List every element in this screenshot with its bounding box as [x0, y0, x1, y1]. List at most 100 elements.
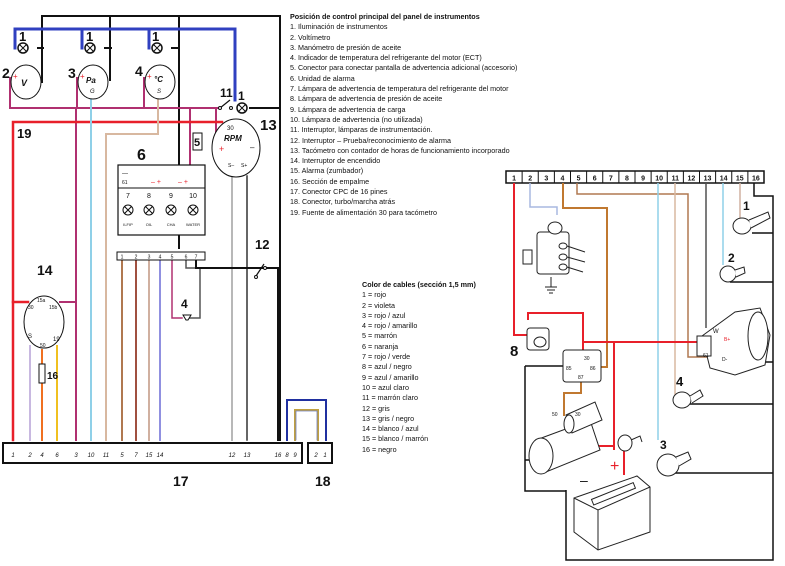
callout-3: 3 — [68, 65, 76, 81]
wire-black-ground — [524, 365, 566, 492]
component-legend-item: 8. Lámpara de advertencia de presión de … — [290, 94, 443, 104]
wire-color-legend-item: 12 = gris — [362, 403, 390, 413]
callout-14: 14 — [37, 262, 53, 278]
callout-4: 4 — [135, 63, 143, 79]
battery: + – — [573, 458, 651, 551]
component-legend-item: 11. Interruptor, lámparas de instrumenta… — [290, 125, 433, 135]
components-legend: Posición de control principal del panel … — [290, 12, 520, 218]
buzzer: 4 — [181, 297, 192, 321]
svg-text:1: 1 — [743, 199, 750, 213]
cpc-pin-label: 4 — [40, 453, 44, 459]
component-legend-item: 18. Conector, turbo/marcha atrás — [290, 197, 396, 207]
oil-pressure-sub: G — [90, 89, 95, 95]
connector-5: 5 — [192, 132, 203, 151]
wire-color-legend-item: 8 = azul / negro — [362, 362, 412, 372]
wire-brown-5 — [576, 183, 718, 358]
wire-blue-black-turbo — [286, 399, 327, 441]
wire-color-legend-item: 1 = rojo — [362, 290, 387, 300]
temp-symbol: °C — [154, 75, 163, 84]
plus-sign: + — [13, 72, 18, 81]
svg-text:– +: – + — [178, 179, 188, 186]
component-legend-item: 14. Interruptor de encendido — [290, 156, 381, 166]
component-legend-item: 16. Sección de empalme — [290, 176, 370, 186]
alarm-pin-label: 4 — [159, 255, 162, 261]
connector-pin-label: 1 — [512, 176, 516, 183]
component-legend-item: 6. Unidad de alarma — [290, 73, 355, 83]
lamp-cross — [145, 206, 153, 214]
wire-color-legend-item: 3 = rojo / azul — [362, 310, 406, 320]
voltmeter-gauge: 2 V + — [2, 64, 42, 100]
tacho-s-minus: S– — [228, 163, 234, 169]
svg-text:15a: 15a — [37, 298, 46, 304]
sensor-3: 3 — [656, 438, 692, 477]
wire-brown-87 — [563, 377, 582, 416]
wire-red-relay — [527, 312, 584, 355]
callout-18: 18 — [315, 473, 331, 489]
callout-11: 11 — [220, 86, 233, 100]
alarm-lamp-code: ILFIP — [123, 222, 133, 227]
cpc-pin-label: 2 — [27, 453, 32, 459]
wire-blue-illumination — [13, 27, 237, 102]
connector-pin-label: 5 — [577, 176, 581, 183]
splice-16: 16 — [38, 363, 59, 384]
component-legend-item: 1. Iluminación de instrumentos — [290, 22, 388, 32]
wire-color-legend-item: 10 = azul claro — [362, 382, 409, 392]
lamp-illumination-1: 1 — [17, 29, 29, 54]
wire-red-19 — [11, 120, 224, 442]
switch-12: 12 — [254, 237, 269, 279]
alarm-lamp-number: 8 — [147, 193, 151, 200]
lamp-illumination-2: 1 — [84, 29, 96, 54]
connector-pin-label: 13 — [704, 176, 712, 183]
svg-text:30: 30 — [575, 412, 581, 418]
svg-text:S: S — [28, 334, 32, 340]
component-legend-item: 15. Alarma (zumbador) — [290, 166, 364, 176]
oil-pressure-symbol: Pa — [86, 76, 96, 85]
connector-pin-label: 3 — [544, 176, 548, 183]
svg-text:D-: D- — [722, 357, 728, 363]
callout-buzzer: 4 — [181, 297, 188, 311]
wire-color-legend-item: 5 = marrón — [362, 331, 397, 341]
cpc-pin-label: 15 — [146, 453, 153, 459]
svg-text:–: – — [580, 472, 588, 488]
wire-grey-6 — [185, 254, 201, 319]
svg-text:50: 50 — [552, 412, 558, 418]
alternator: W B+ 61 D- — [696, 307, 771, 376]
turbo-pin-label: 2 — [313, 453, 318, 459]
connector-pin-label: 8 — [625, 176, 629, 183]
wire-color-legend-item: 14 = blanco / azul — [362, 424, 419, 434]
wire-color-legend-item: 16 = negro — [362, 444, 397, 454]
svg-text:4: 4 — [676, 374, 684, 389]
wire-black-top — [41, 15, 281, 441]
component-legend-item: 12. Interruptor – Prueba/reconocimiento … — [290, 135, 452, 145]
svg-text:—: — — [122, 171, 128, 177]
svg-text:+: + — [610, 458, 619, 475]
temp-sub: S — [157, 89, 161, 95]
callout-13: 13 — [260, 117, 277, 134]
alarm-lamp-number: 7 — [126, 193, 130, 200]
wire-lightbrown — [105, 97, 159, 441]
lamp-cross — [189, 206, 197, 214]
tachometer-13: 13 RPM 30 + – S– S+ — [211, 117, 277, 178]
wire-violet-2 — [529, 183, 558, 215]
turbo-pin-label: 1 — [323, 453, 326, 459]
temperature-gauge: 4 °C S + — [135, 63, 176, 100]
left-wiring-diagram — [9, 15, 327, 442]
wire-color-legend-item: 7 = rojo / verde — [362, 352, 411, 362]
svg-text:B+: B+ — [724, 337, 730, 343]
components-legend-title: Posición de control principal del panel … — [290, 12, 480, 21]
callout-2: 2 — [2, 65, 10, 81]
wire-color-legend-item: 2 = violeta — [362, 300, 395, 310]
tacho-plus: + — [219, 144, 224, 154]
svg-text:2: 2 — [728, 251, 735, 265]
svg-text:30: 30 — [28, 305, 34, 311]
wire-black-16 — [565, 183, 774, 561]
cpc-pin-label: 5 — [120, 453, 124, 459]
component-legend-item: 19. Fuente de alimentación 30 para tacóm… — [290, 207, 438, 217]
component-legend-item: 13. Tacómetro con contador de horas de f… — [290, 145, 510, 155]
wire-color-legend-item: 13 = gris / negro — [362, 413, 415, 423]
plus-sign: + — [80, 72, 85, 81]
svg-text:3: 3 — [660, 438, 667, 452]
svg-text:61: 61 — [122, 180, 128, 186]
